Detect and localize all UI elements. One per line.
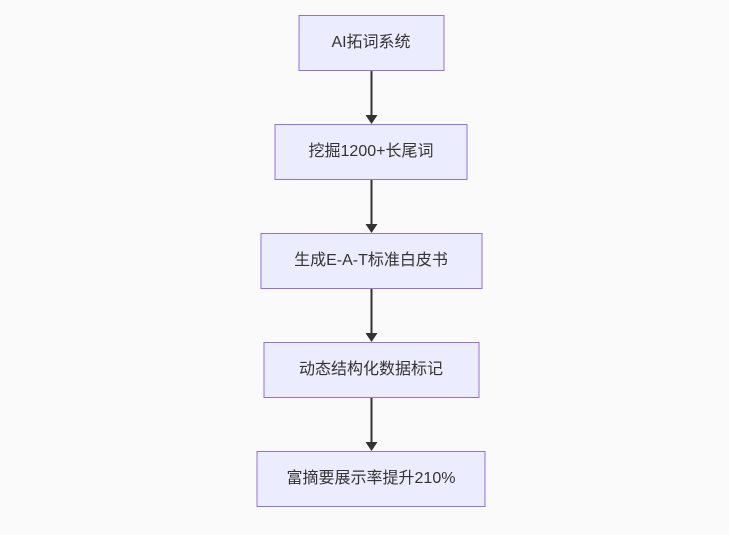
flow-arrow-d-e — [365, 398, 377, 451]
arrow-shaft — [370, 180, 372, 224]
arrow-shaft — [370, 289, 372, 333]
arrow-shaft — [370, 71, 372, 115]
flow-node-longtail-mining: 挖掘1200+长尾词 — [274, 124, 468, 180]
flow-node-ai-word-system: AI拓词系统 — [298, 15, 444, 71]
flow-node-label: 富摘要展示率提升210% — [286, 470, 456, 487]
flow-node-label: 生成E-A-T标准白皮书 — [294, 252, 448, 269]
arrowhead-down-icon — [365, 333, 377, 342]
flow-node-rich-snippet-result: 富摘要展示率提升210% — [256, 451, 486, 507]
flow-node-eat-whitepaper: 生成E-A-T标准白皮书 — [260, 233, 482, 289]
flow-node-label: 动态结构化数据标记 — [298, 361, 443, 378]
flow-arrow-a-b — [365, 71, 377, 124]
arrowhead-down-icon — [365, 115, 377, 124]
flow-node-label: 挖掘1200+长尾词 — [308, 143, 434, 160]
flow-arrow-b-c — [365, 180, 377, 233]
flow-arrow-c-d — [365, 289, 377, 342]
flowchart-column: AI拓词系统 挖掘1200+长尾词 生成E-A-T标准白皮书 动态结构化数据标记 — [256, 15, 486, 507]
arrow-shaft — [370, 398, 372, 442]
flow-node-structured-data-markup: 动态结构化数据标记 — [263, 342, 479, 398]
arrowhead-down-icon — [365, 224, 377, 233]
arrowhead-down-icon — [365, 442, 377, 451]
flow-node-label: AI拓词系统 — [331, 34, 411, 51]
